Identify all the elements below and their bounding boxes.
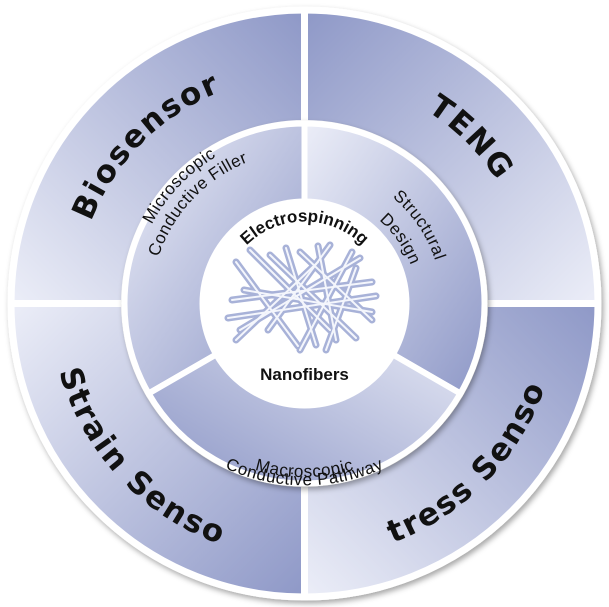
core-label-nanofibers: Nanofibers xyxy=(260,365,349,384)
outer-ring xyxy=(7,6,602,601)
nanofiber-mesh-icon xyxy=(224,241,380,354)
